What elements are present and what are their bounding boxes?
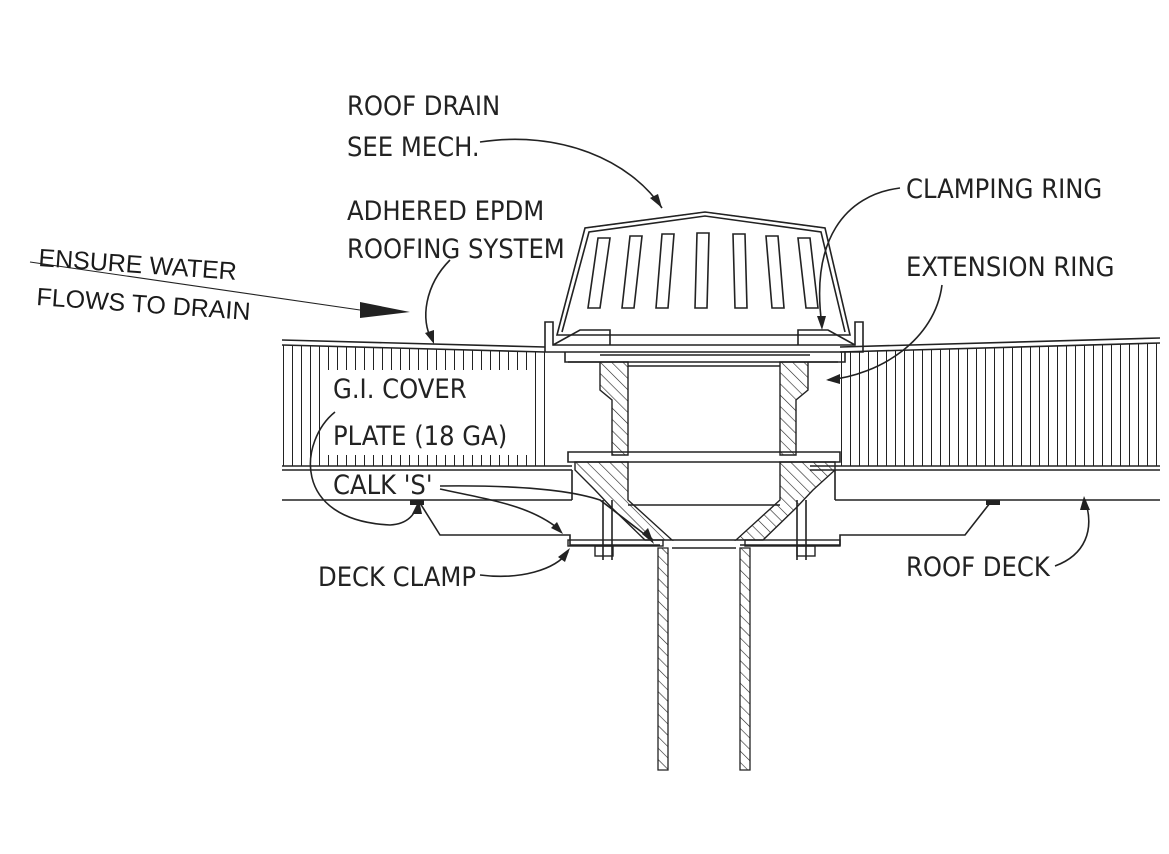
label-deck-clamp: DECK CLAMP	[318, 562, 476, 593]
label-clamping-ring: CLAMPING RING	[906, 174, 1102, 205]
deck-clamp-right	[740, 500, 1000, 560]
label-see-mech: SEE MECH.	[347, 132, 480, 163]
label-calk: CALK 'S'	[333, 470, 433, 501]
label-roof-drain: ROOF DRAIN	[347, 91, 500, 122]
label-extension-ring: EXTENSION RING	[906, 252, 1114, 283]
insulation-right	[810, 337, 1161, 467]
label-plate-18ga: PLATE (18 GA)	[333, 421, 507, 452]
label-roof-deck: ROOF DECK	[906, 552, 1051, 583]
label-gi-cover: G.I. COVER	[333, 374, 467, 405]
roof-deck	[282, 469, 1160, 501]
label-ensure-water: ENSURE WATER	[38, 244, 238, 286]
label-roofing-system: ROOFING SYSTEM	[347, 234, 565, 265]
strainer-slots	[587, 232, 819, 309]
annotations: ROOF DRAIN SEE MECH. ADHERED EPDM ROOFIN…	[36, 91, 1115, 593]
drain-body	[544, 321, 864, 549]
label-adhered-epdm: ADHERED EPDM	[347, 196, 544, 227]
drain-pipe	[657, 547, 751, 771]
leaders	[29, 138, 1090, 578]
insulation-left	[281, 339, 572, 467]
dome-strainer	[552, 211, 856, 356]
